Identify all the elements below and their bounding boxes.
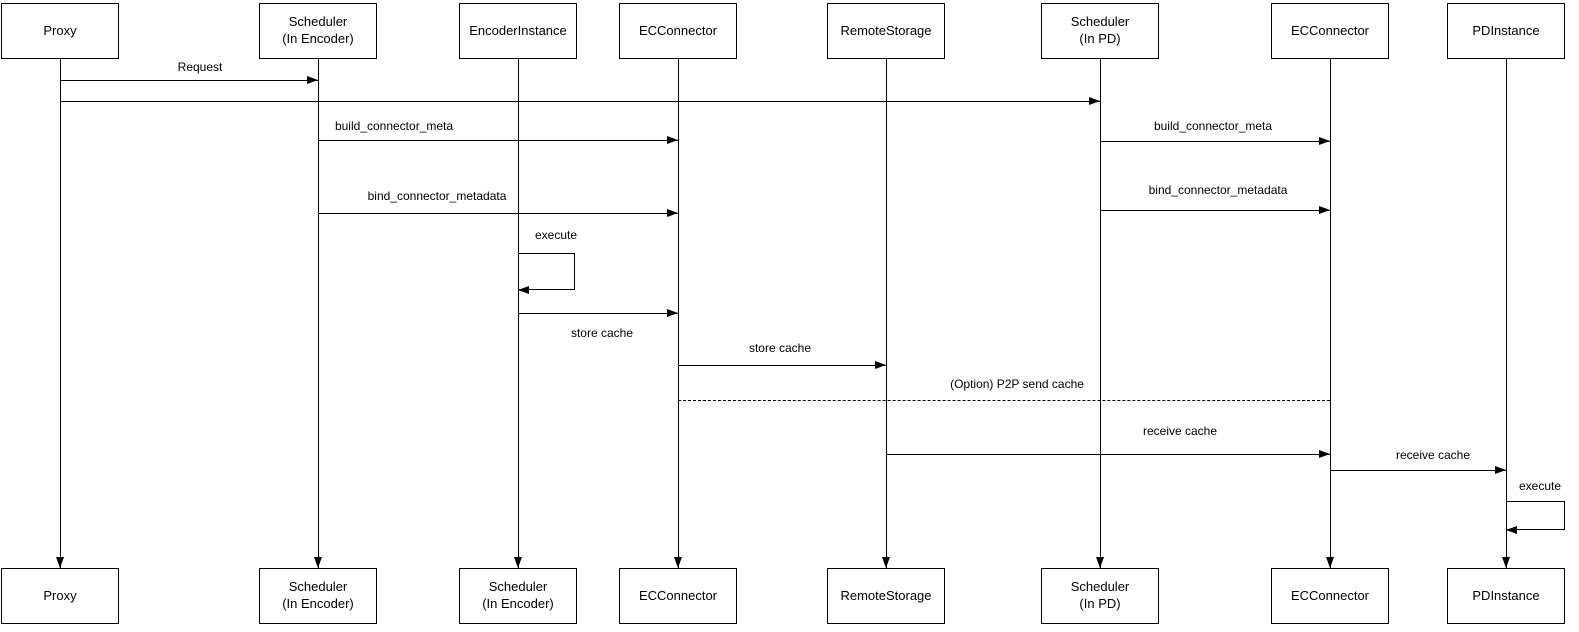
arrow-right-icon — [667, 209, 678, 217]
self-loop-execute-encoder — [518, 253, 575, 290]
message-line-request — [60, 80, 318, 81]
arrow-right-icon — [307, 76, 318, 84]
message-label-execute-encoder: execute — [531, 228, 581, 242]
participant-label: Proxy — [43, 587, 77, 603]
participant-label: RemoteStorage — [840, 587, 932, 603]
arrow-down-icon — [314, 557, 322, 568]
message-label-bind-connector-metadata-right: bind_connector_metadata — [1145, 183, 1291, 197]
lifeline-ecconnector-pd — [1330, 59, 1331, 568]
participant-label: ECConnector — [638, 587, 718, 603]
self-loop-execute-pd — [1506, 501, 1565, 530]
message-line-bind-connector-metadata-right — [1100, 210, 1330, 211]
participant-bottom-scheduler-in-encoder: Scheduler (In Encoder) — [259, 568, 377, 624]
lifeline-proxy — [60, 59, 61, 568]
participant-label: EncoderInstance — [469, 22, 567, 38]
arrow-down-icon — [56, 557, 64, 568]
message-label-receive-cache-pdinstance: receive cache — [1392, 448, 1474, 462]
participant-top-scheduler-in-pd: Scheduler (In PD) — [1041, 3, 1159, 59]
arrow-down-icon — [1326, 557, 1334, 568]
arrow-right-icon — [1319, 450, 1330, 458]
participant-top-encoder-instance: EncoderInstance — [459, 3, 577, 59]
arrow-right-icon — [875, 361, 886, 369]
participant-top-pd-instance: PDInstance — [1447, 3, 1565, 59]
arrow-right-icon — [1319, 206, 1330, 214]
participant-top-remote-storage: RemoteStorage — [827, 3, 945, 59]
arrow-down-icon — [674, 557, 682, 568]
participant-label: (In Encoder) — [482, 596, 554, 611]
arrow-right-icon — [667, 309, 678, 317]
message-label-execute-pd: execute — [1515, 479, 1565, 493]
participant-bottom-proxy: Proxy — [1, 568, 119, 624]
message-label-build-connector-meta-right: build_connector_meta — [1150, 119, 1276, 133]
message-line-proxy-to-scheduler-pd — [60, 101, 1100, 102]
message-line-build-connector-meta-left — [318, 140, 678, 141]
participant-label: Proxy — [43, 22, 77, 38]
arrow-left-icon — [1506, 526, 1517, 534]
message-label-p2p-send-cache: (Option) P2P send cache — [947, 377, 1087, 391]
participant-label: (In PD) — [1079, 31, 1121, 46]
participant-bottom-pd-instance: PDInstance — [1447, 568, 1565, 624]
participant-top-scheduler-in-encoder: Scheduler (In Encoder) — [259, 3, 377, 59]
message-label-request: Request — [174, 60, 226, 74]
participant-label: (In PD) — [1079, 596, 1121, 611]
participant-bottom-ecconnector-pd: ECConnector — [1271, 568, 1389, 624]
arrow-down-icon — [1502, 557, 1510, 568]
participant-label: ECConnector — [1290, 22, 1370, 38]
participant-label: (In Encoder) — [282, 31, 354, 46]
lifeline-pd-instance — [1506, 59, 1507, 568]
arrow-down-icon — [882, 557, 890, 568]
message-label-bind-connector-metadata-left: bind_connector_metadata — [364, 189, 510, 203]
lifeline-ecconnector-encoder — [678, 59, 679, 568]
participant-label: RemoteStorage — [840, 22, 932, 38]
arrow-right-icon — [1495, 466, 1506, 474]
participant-label: Scheduler — [288, 579, 348, 595]
message-label-receive-cache-ecconnector: receive cache — [1139, 424, 1221, 438]
participant-label: Scheduler — [488, 579, 548, 595]
participant-top-proxy: Proxy — [1, 3, 119, 59]
arrow-right-icon — [1319, 137, 1330, 145]
participant-bottom-encoder-instance: Scheduler (In Encoder) — [459, 568, 577, 624]
lifeline-scheduler-in-encoder — [318, 59, 319, 568]
participant-top-ecconnector-encoder: ECConnector — [619, 3, 737, 59]
participant-label: Scheduler — [1070, 579, 1130, 595]
participant-bottom-ecconnector-encoder: ECConnector — [619, 568, 737, 624]
message-label-store-cache-encoder: store cache — [567, 326, 637, 340]
arrow-down-icon — [1096, 557, 1104, 568]
lifeline-remote-storage — [886, 59, 887, 568]
message-line-store-cache-encoder — [518, 313, 678, 314]
participant-label: (In Encoder) — [282, 596, 354, 611]
message-line-receive-cache-ecconnector — [886, 454, 1330, 455]
arrow-right-icon — [1089, 97, 1100, 105]
message-label-store-cache-remote: store cache — [745, 341, 815, 355]
message-line-receive-cache-pdinstance — [1330, 470, 1506, 471]
participant-label: PDInstance — [1472, 587, 1540, 603]
participant-label: Scheduler — [1070, 14, 1130, 30]
participant-label: ECConnector — [1290, 587, 1370, 603]
message-line-p2p-send-cache — [678, 400, 1330, 401]
participant-label: PDInstance — [1472, 22, 1540, 38]
message-label-build-connector-meta-left: build_connector_meta — [331, 119, 457, 133]
participant-label: Scheduler — [288, 14, 348, 30]
participant-bottom-scheduler-in-pd: Scheduler (In PD) — [1041, 568, 1159, 624]
message-line-build-connector-meta-right — [1100, 141, 1330, 142]
lifeline-scheduler-in-pd — [1100, 59, 1101, 568]
message-line-bind-connector-metadata-left — [318, 213, 678, 214]
participant-bottom-remote-storage: RemoteStorage — [827, 568, 945, 624]
participant-top-ecconnector-pd: ECConnector — [1271, 3, 1389, 59]
arrow-left-icon — [518, 286, 529, 294]
message-line-store-cache-remote — [678, 365, 886, 366]
arrow-down-icon — [514, 557, 522, 568]
arrow-right-icon — [667, 136, 678, 144]
participant-label: ECConnector — [638, 22, 718, 38]
